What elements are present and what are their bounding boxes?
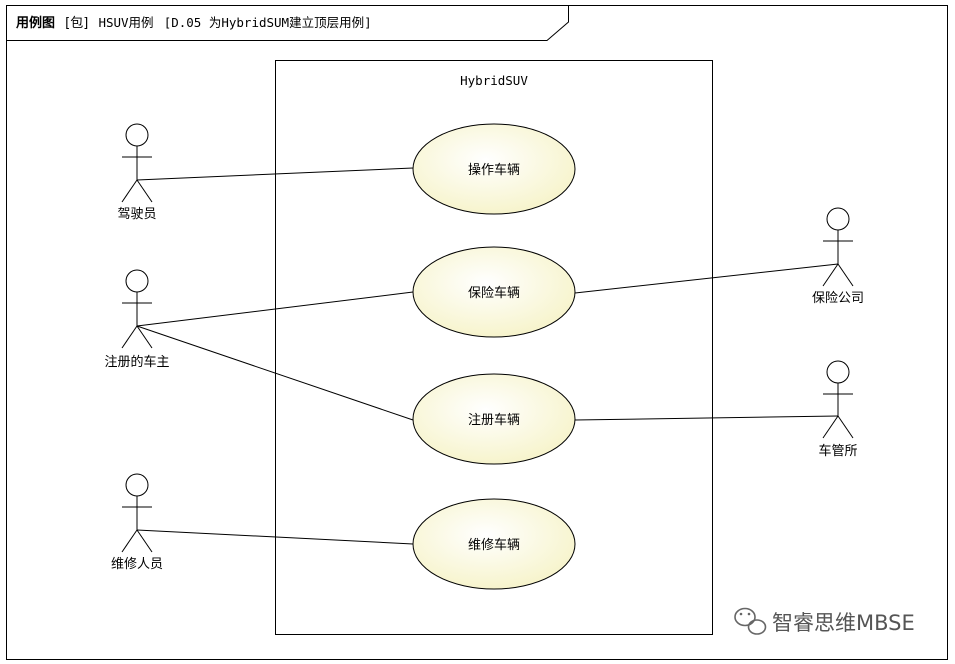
actor-owner[interactable] bbox=[121, 269, 153, 349]
frame-title: 用例图 [包] HSUV用例 [D.05 为HybridSUM建立顶层用例] bbox=[15, 15, 372, 31]
use-case-operate[interactable]: 操作车辆 bbox=[412, 123, 576, 215]
actor-dmv[interactable] bbox=[822, 360, 854, 439]
use-case-label: 保险车辆 bbox=[468, 285, 520, 301]
use-case-maintain[interactable]: 维修车辆 bbox=[412, 498, 576, 590]
associations bbox=[136, 167, 839, 545]
watermark-text: 智睿思维MBSE bbox=[772, 611, 915, 635]
frame-package-name: HSUV用例 bbox=[98, 15, 153, 30]
use-case-ellipse[interactable] bbox=[412, 123, 576, 215]
system-boundary-title: HybridSUV bbox=[460, 73, 528, 88]
use-case-register[interactable]: 注册车辆 bbox=[412, 373, 576, 465]
association-dmv-register bbox=[574, 415, 839, 421]
association-driver-operate bbox=[136, 167, 414, 181]
actor-head bbox=[826, 207, 850, 231]
frame-header-tab bbox=[6, 5, 569, 41]
watermark: 智睿思维MBSE bbox=[734, 607, 915, 635]
association-owner-insure bbox=[136, 291, 414, 327]
association-maintainer-maintain bbox=[136, 529, 414, 545]
use-case-label: 操作车辆 bbox=[468, 162, 520, 178]
association-owner-register bbox=[136, 325, 414, 421]
use-case-insure[interactable]: 保险车辆 bbox=[412, 246, 576, 338]
use-case-ellipse[interactable] bbox=[412, 246, 576, 338]
actor-label-dmv: 车管所 bbox=[818, 443, 857, 459]
association-insurer-insure bbox=[574, 263, 839, 294]
use-case-label: 注册车辆 bbox=[468, 412, 520, 428]
actor-label-driver: 驾驶员 bbox=[117, 207, 156, 222]
wechat-icon bbox=[734, 607, 767, 635]
actor-label-maintainer: 维修人员 bbox=[111, 557, 163, 572]
use-case-label: 维修车辆 bbox=[468, 537, 520, 553]
actor-head bbox=[125, 123, 149, 147]
actor-head bbox=[125, 473, 149, 497]
use-case-ellipse[interactable] bbox=[412, 373, 576, 465]
actor-head bbox=[826, 360, 850, 384]
frame-keyword: 用例图 bbox=[15, 15, 55, 31]
actor-driver[interactable] bbox=[121, 123, 153, 203]
actor-label-owner: 注册的车主 bbox=[104, 354, 169, 370]
frame-package-tag: [包] bbox=[65, 16, 88, 31]
frame-diagram-name: [D.05 为HybridSUM建立顶层用例] bbox=[164, 15, 372, 30]
actor-insurer[interactable] bbox=[822, 207, 854, 287]
actor-head bbox=[125, 269, 149, 293]
actor-maintainer[interactable] bbox=[121, 473, 153, 553]
use-case-ellipse[interactable] bbox=[412, 498, 576, 590]
actor-label-insurer: 保险公司 bbox=[812, 291, 864, 306]
